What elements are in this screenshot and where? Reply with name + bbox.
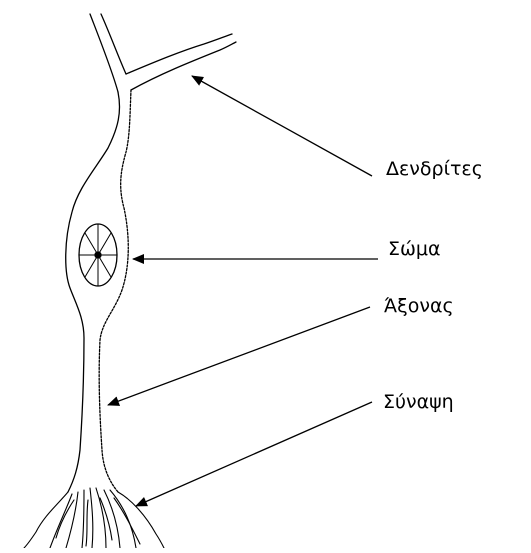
label-synapse: Σύναψη xyxy=(383,393,454,412)
dendrites-arrow xyxy=(192,76,372,176)
synapse-arrow xyxy=(136,402,372,506)
nucleolus xyxy=(95,252,101,258)
dendrite-left-inner xyxy=(101,14,126,74)
dendrite-left-outline xyxy=(90,14,118,92)
synapse-terminals xyxy=(24,488,164,548)
neuron-left-outline xyxy=(66,92,120,492)
label-axon: Άξονας xyxy=(384,297,454,316)
axon-arrow xyxy=(108,307,370,405)
dendrite-right-upper xyxy=(126,34,232,74)
label-dendrites: Δενδρίτες xyxy=(386,160,483,179)
neuron-right-outline xyxy=(99,90,131,492)
label-soma: Σώμα xyxy=(388,240,441,259)
